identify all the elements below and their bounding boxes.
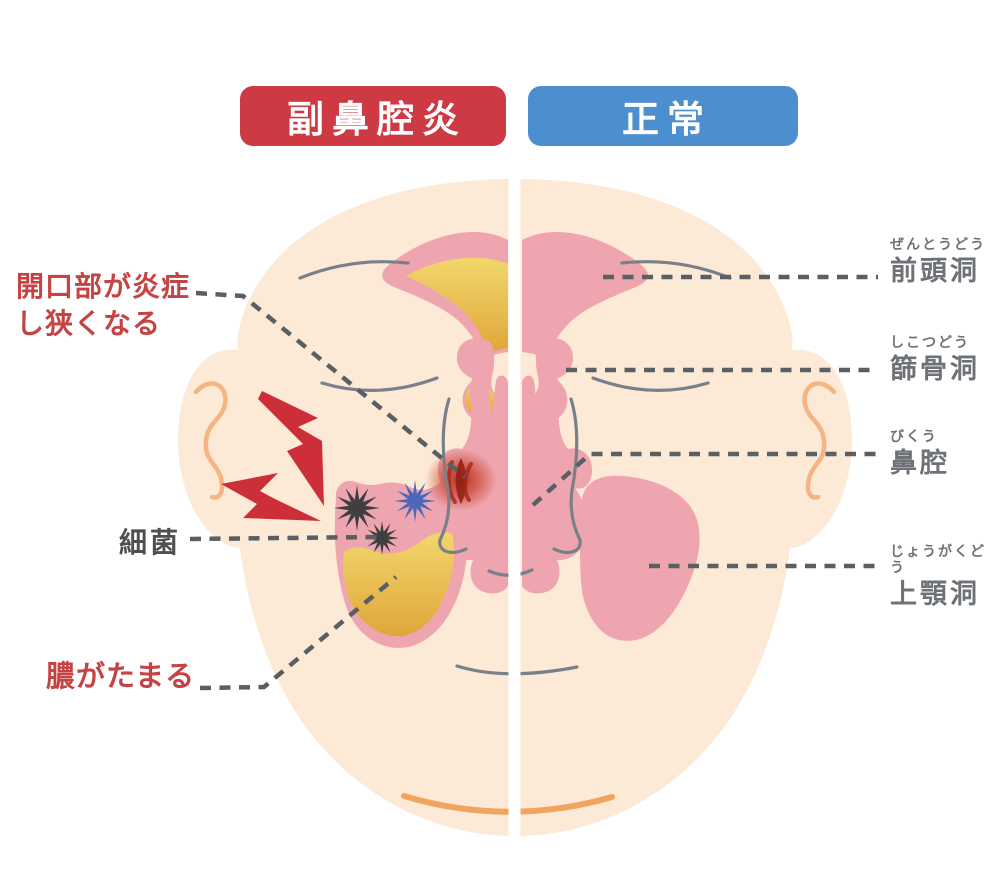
nose-right-line: [552, 397, 582, 554]
chin-crease: [401, 793, 615, 815]
lightning-bolt-icon: [221, 473, 321, 521]
nose-left-line: [438, 397, 468, 554]
nasal-cavity-normal: [522, 375, 593, 594]
normal-badge-label: 正常: [622, 98, 712, 141]
bacteria-icons: [334, 480, 436, 555]
annotation-pus: 膿がたまる: [46, 659, 196, 693]
frontal-sinus-normal: [522, 231, 648, 360]
annotation-lines: [189, 274, 878, 691]
bacteria-icon: [394, 480, 436, 522]
sinusitis-badge-label: 副鼻腔炎: [287, 98, 467, 141]
pain-flash-icons: [221, 391, 324, 521]
label-nasal-cavity-furigana: びくう: [890, 429, 938, 445]
maxillary-sinus-pus: [343, 532, 455, 637]
label-maxillary-sinus-text: 上顎洞: [890, 579, 980, 610]
inflamed-opening-core: [455, 458, 467, 504]
label-maxillary-sinus-furigana: じょうがくどう: [890, 544, 986, 576]
label-ethmoid-sinus-text: 篩骨洞: [890, 354, 980, 385]
label-frontal-sinus: ぜんとうどう 前頭洞: [890, 237, 986, 287]
right-eye: [591, 376, 710, 392]
label-ethmoid-sinus-furigana: しこつどう: [890, 335, 970, 351]
bacteria-icon: [365, 521, 399, 555]
pus-annotation-line: [199, 575, 398, 691]
label-nasal-cavity: びくう 鼻腔: [890, 429, 950, 479]
opening-annotation-line: [195, 290, 467, 479]
annotation-bacteria: 細菌: [119, 526, 182, 559]
nasal-annotation-line: [531, 451, 878, 507]
facial-features: [298, 260, 732, 676]
frontal-sinus-pus: [406, 257, 508, 354]
right-ear-inner-icon: [802, 381, 837, 500]
bacteria-annotation-line: [189, 534, 379, 542]
maxillary-sinus-normal: [580, 475, 700, 641]
left-eyebrow: [298, 260, 410, 280]
label-frontal-sinus-text: 前頭洞: [890, 256, 980, 287]
normal-sinuses: [522, 231, 700, 641]
bacteria-icon: [334, 485, 380, 531]
sinusitis-badge: 副鼻腔炎: [240, 86, 506, 146]
lightning-bolt-icon: [258, 391, 324, 506]
annotation-opening-line1: 開口部が炎症: [16, 270, 191, 303]
left-ear-inner-icon: [193, 381, 228, 500]
left-eye: [320, 376, 439, 392]
annotation-opening-inflamed: 開口部が炎症 し狭くなる: [16, 268, 190, 342]
annotation-opening-line2: し狭くなる: [16, 307, 162, 340]
right-eyebrow: [620, 260, 732, 280]
label-ethmoid-sinus: しこつどう 篩骨洞: [890, 335, 980, 385]
center-divider: [508, 176, 521, 840]
label-frontal-sinus-furigana: ぜんとうどう: [890, 237, 986, 253]
normal-badge: 正常: [528, 86, 798, 146]
label-maxillary-sinus: じょうがくどう 上顎洞: [890, 544, 1000, 610]
label-nasal-cavity-text: 鼻腔: [890, 448, 950, 479]
